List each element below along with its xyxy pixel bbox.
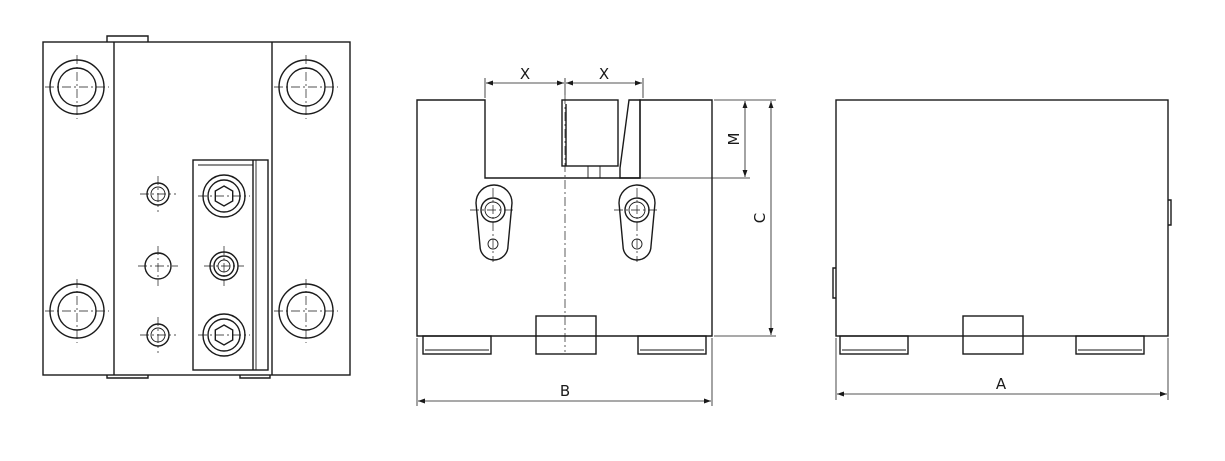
hex-screw-top <box>198 174 250 218</box>
label-x-left: X <box>520 65 530 83</box>
hex-screw-bottom <box>198 313 250 357</box>
front-view-outline <box>416 99 713 337</box>
side-view: A <box>832 99 1172 400</box>
dimension-a: A <box>835 338 1169 400</box>
keyhole-left <box>470 184 516 262</box>
top-view <box>42 35 351 379</box>
dimension-c: C <box>714 99 776 337</box>
counterbore-top-left <box>45 55 109 119</box>
side-view-outline <box>835 99 1169 337</box>
label-c: C <box>751 213 769 223</box>
front-view: X X M C B <box>416 65 776 406</box>
clamp-bar <box>192 159 269 371</box>
label-b: B <box>560 382 570 400</box>
dimension-x-left: X <box>484 65 566 98</box>
dimension-b: B <box>416 338 713 406</box>
keyhole-right <box>614 184 660 262</box>
counterbore-top-right <box>274 55 338 119</box>
dimension-m: M <box>640 99 750 179</box>
dimension-x-right: X <box>566 65 644 98</box>
top-view-outline <box>42 41 351 376</box>
label-x-right: X <box>599 65 609 83</box>
counterbore-bottom-right <box>274 279 338 343</box>
hole-column <box>138 176 178 353</box>
label-m: M <box>725 133 743 146</box>
screw-middle <box>204 246 244 286</box>
label-a: A <box>996 375 1007 393</box>
counterbore-bottom-left <box>45 279 109 343</box>
